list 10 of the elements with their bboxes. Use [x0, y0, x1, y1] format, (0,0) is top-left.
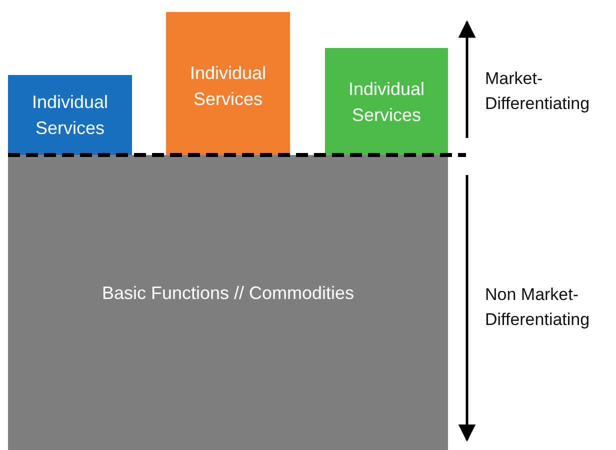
base-block	[8, 155, 448, 450]
block-label: Individual Services	[347, 78, 426, 127]
side-label: Market-Differentiating	[485, 68, 591, 115]
block-label: Individual Services	[30, 91, 110, 140]
side-label: Non Market-Differentiating	[485, 284, 591, 331]
service-block	[166, 12, 290, 155]
block-label: Individual Services	[188, 62, 268, 111]
service-block	[8, 75, 132, 155]
block-label: Basic Functions // Commodities	[100, 282, 356, 305]
service-block	[325, 48, 448, 155]
